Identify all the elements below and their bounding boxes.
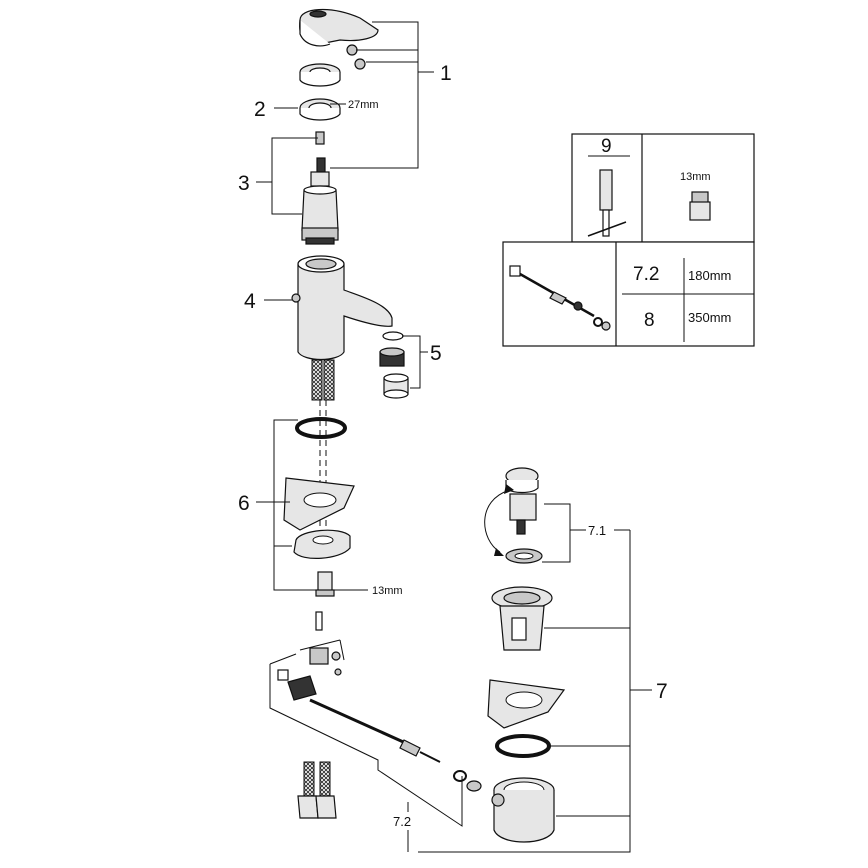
drain-tailpiece xyxy=(491,777,555,843)
callout-7-2: 7.2 xyxy=(393,814,411,829)
horseshoe-washer xyxy=(293,529,351,559)
aerator-set xyxy=(379,331,409,399)
row1-value: 180mm xyxy=(688,268,731,283)
popup-rod xyxy=(277,611,482,792)
inset-rod-table xyxy=(502,241,755,347)
callout-4: 4 xyxy=(244,290,256,313)
cover-ring xyxy=(299,63,341,87)
drain-gasket xyxy=(487,679,566,729)
handle-screw xyxy=(346,44,366,70)
dimension-13mm-nut: 13mm xyxy=(372,585,403,597)
callout-3: 3 xyxy=(238,172,250,195)
inset-tool-box xyxy=(571,133,755,243)
row1-key: 7.2 xyxy=(633,264,659,285)
o-ring-large xyxy=(295,417,347,439)
supply-hoses xyxy=(297,761,337,819)
drain-plug-cap xyxy=(505,467,543,564)
faucet-body xyxy=(291,255,393,401)
dimension-27mm: 27mm xyxy=(348,99,379,111)
callout-7: 7 xyxy=(656,680,668,703)
inset-label-9: 9 xyxy=(601,136,612,157)
callout-5: 5 xyxy=(430,342,442,365)
callout-6: 6 xyxy=(238,492,250,515)
row2-key: 8 xyxy=(644,310,655,331)
drain-o-ring xyxy=(495,734,551,758)
gasket-plate xyxy=(283,477,355,531)
cartridge xyxy=(301,171,339,245)
callout-7-1: 7.1 xyxy=(588,523,606,538)
drain-body xyxy=(491,586,553,651)
nut-ring-27mm xyxy=(299,98,341,121)
row2-value: 350mm xyxy=(688,310,731,325)
lever-handle xyxy=(299,8,379,47)
callout-2: 2 xyxy=(254,98,266,121)
inset-tool-size: 13mm xyxy=(680,171,711,183)
callout-1: 1 xyxy=(440,62,452,85)
fixing-nut-13mm xyxy=(315,571,335,597)
